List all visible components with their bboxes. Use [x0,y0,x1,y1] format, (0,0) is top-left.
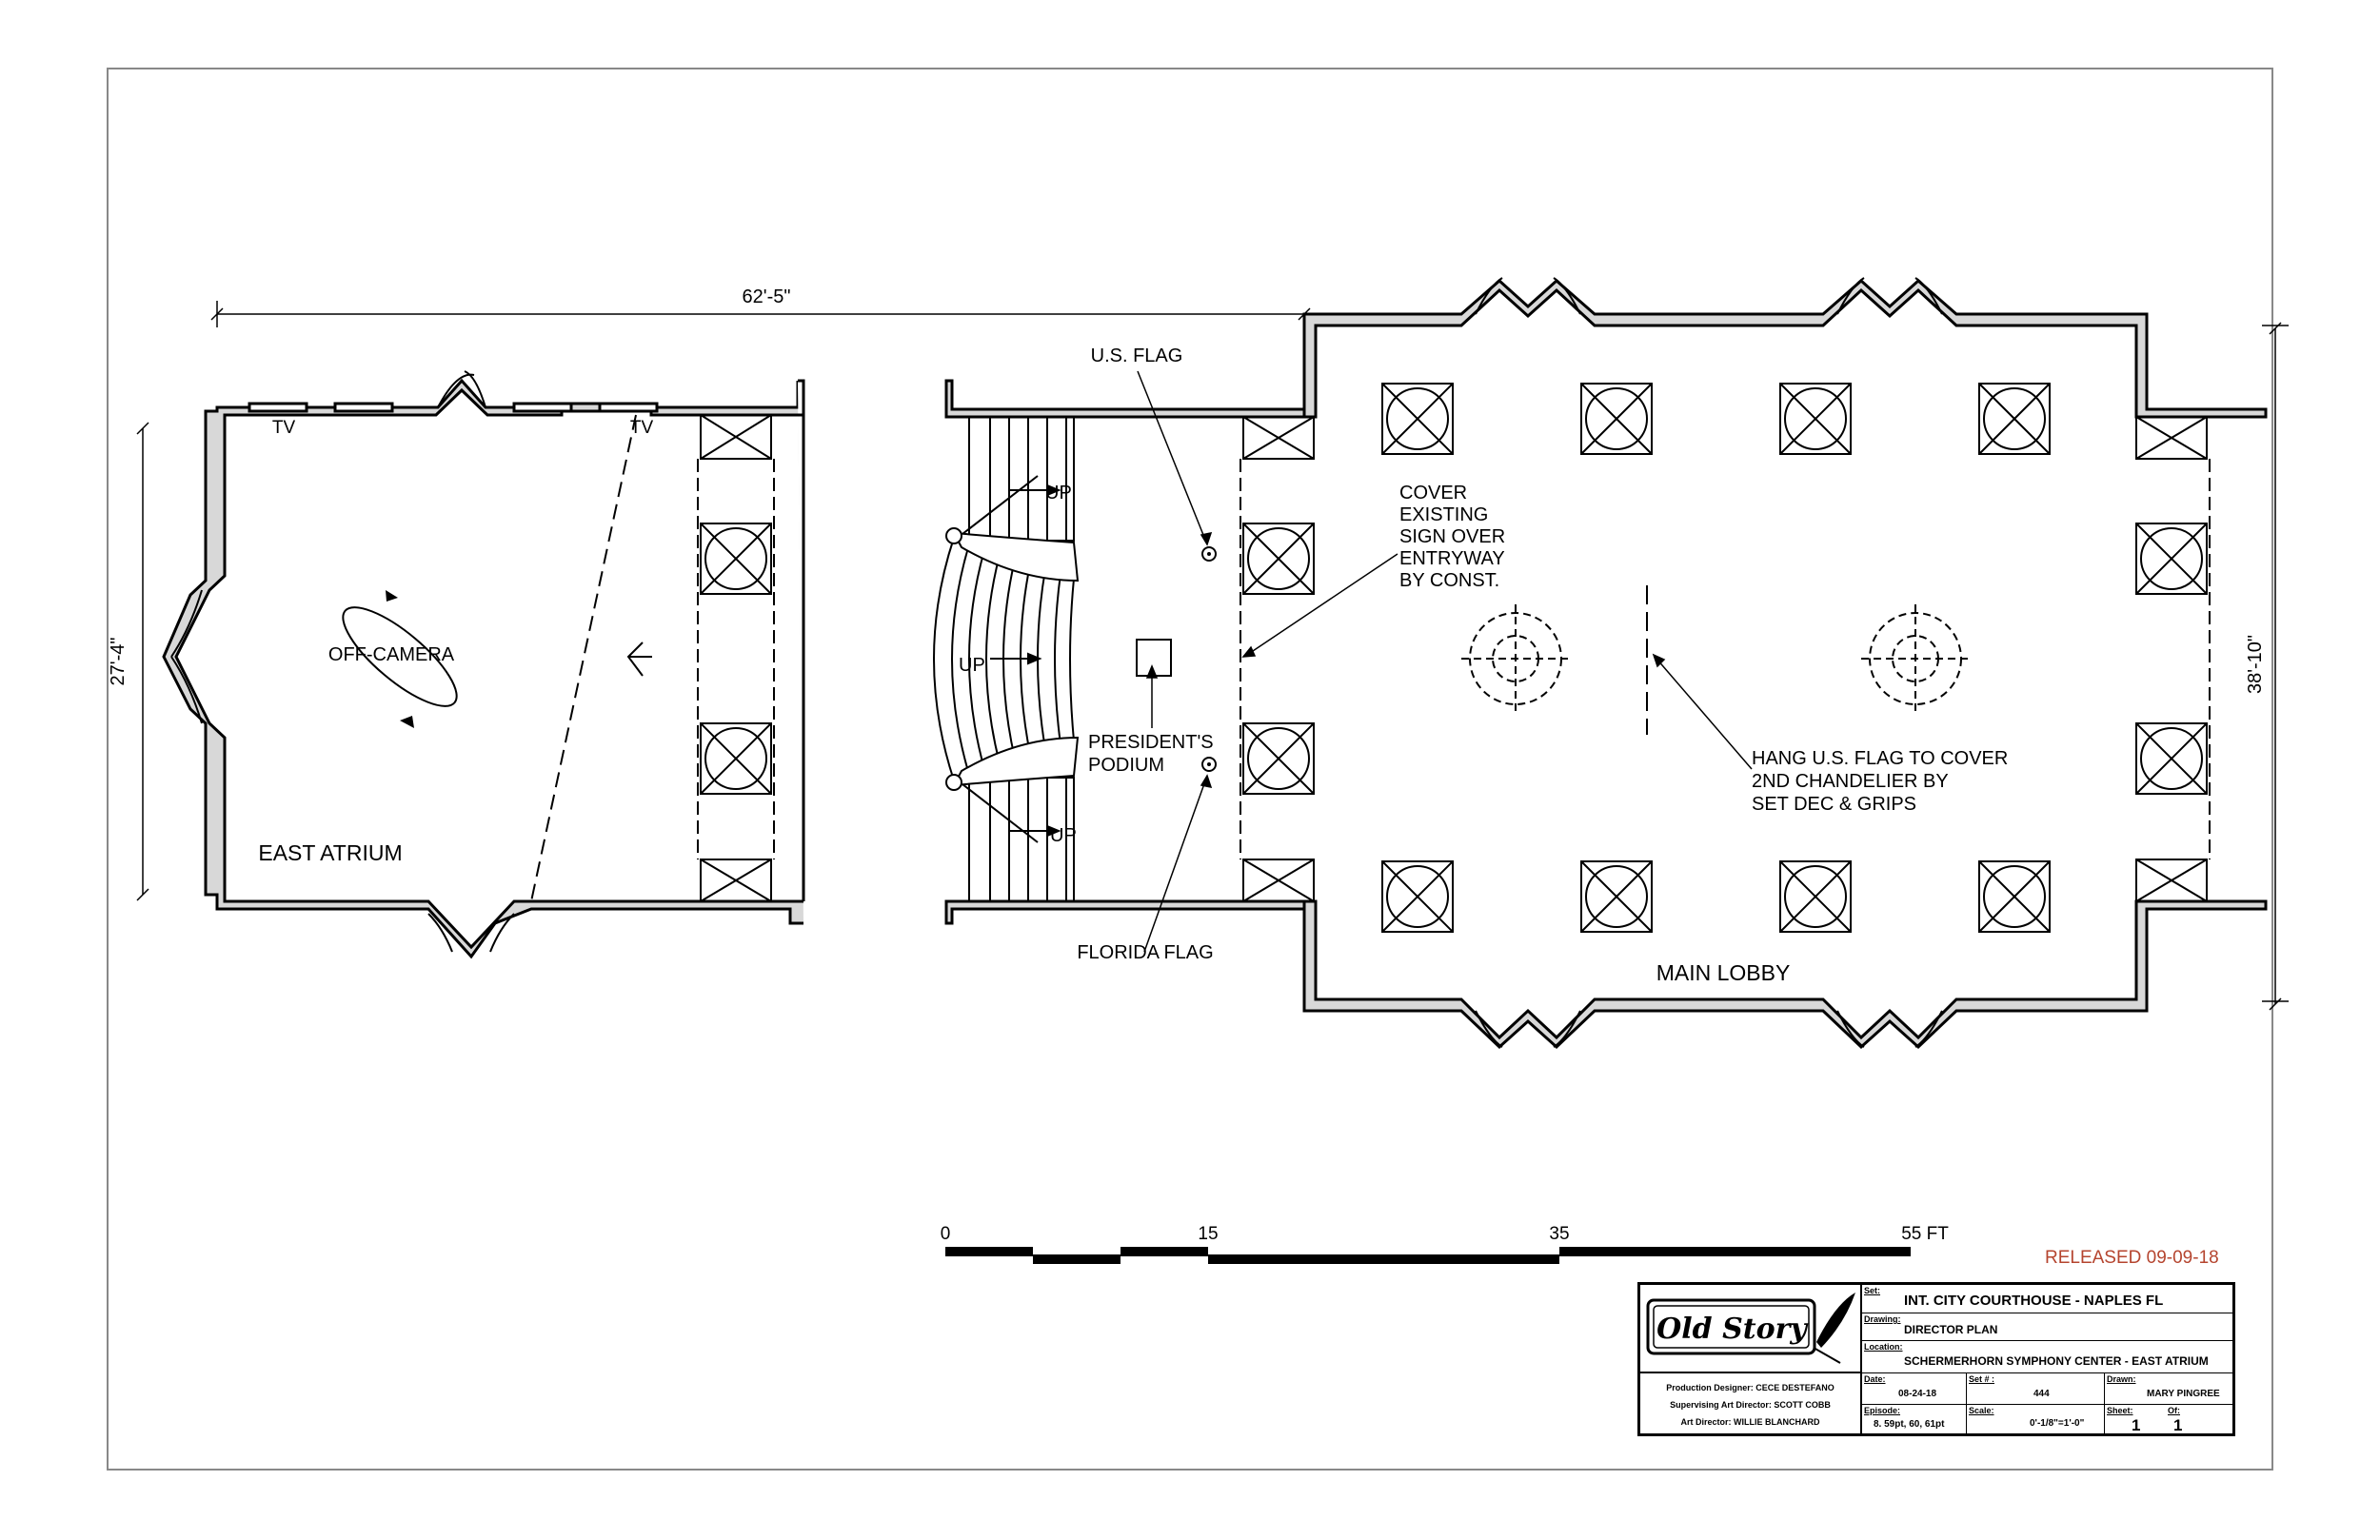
atrium-columns [697,414,775,902]
drawing-row: Drawing: DIRECTOR PLAN [1862,1313,2235,1341]
sightline [530,414,637,902]
dimension-lines [136,301,2289,1011]
main-lobby-label: MAIN LOBBY [1656,960,1791,985]
date-value: 08-24-18 [1898,1389,1937,1399]
drawn-value: MARY PINGREE [2147,1389,2220,1399]
chandeliers [1461,604,1971,714]
supervising-art-director: Supervising Art Director: SCOTT COBB [1670,1400,1831,1410]
sheet-border [107,68,2273,1471]
art-director: Art Director: WILLIE BLANCHARD [1680,1417,1820,1427]
florida-flag-label: FLORIDA FLAG [1077,942,1213,963]
dim-overall-width: 62'-5" [743,286,791,307]
date-row: Date:08-24-18 Set # :444 Drawn:MARY PING… [1862,1373,2235,1405]
lobby-west-columns [1240,416,1315,902]
tv-label-left: TV [272,418,296,438]
leaders [1137,370,1753,953]
hang-flag-note-2: 2ND CHANDELIER BY [1752,771,1949,792]
us-flag-label: U.S. FLAG [1091,346,1183,366]
location-value: SCHERMERHORN SYMPHONY CENTER - EAST ATRI… [1904,1354,2209,1368]
production-designer: Production Designer: CECE DESTEFANO [1666,1383,1835,1392]
location-row: Location: SCHERMERHORN SYMPHONY CENTER -… [1862,1341,2235,1373]
hang-flag-note-3: SET DEC & GRIPS [1752,794,1916,815]
east-atrium-room [162,378,805,959]
atrium-doors [170,370,515,953]
lobby-doors [1475,277,1943,1048]
tv-label-right: TV [630,418,654,438]
cover-note-2: EXISTING [1399,504,1488,525]
podium-label-2: PODIUM [1088,755,1164,776]
dim-atrium-depth: 27'-4" [108,638,129,686]
stair-arrows [990,484,1061,838]
staircase [933,416,1080,902]
sheet-value: 1 [2132,1416,2141,1434]
stair-hall-walls [944,379,1312,925]
credits: Production Designer: CECE DESTEFANO Supe… [1640,1373,1862,1436]
company-logo: Old Story [1640,1285,1862,1373]
up-label-top: UP [1045,483,1072,503]
scale-tick-55: 55 FT [1901,1224,1949,1244]
set-value: INT. CITY COURTHOUSE - NAPLES FL [1904,1293,2164,1309]
set-row: Set: INT. CITY COURTHOUSE - NAPLES FL [1862,1285,2235,1313]
drawing-value: DIRECTOR PLAN [1904,1323,1998,1336]
cover-note-3: SIGN OVER [1399,526,1505,547]
camera-rotation-icon [342,606,458,707]
podium-label-1: PRESIDENT'S [1088,732,1214,753]
episode-row: Episode:8. 59pt, 60, 61pt Scale:0'-1/8"=… [1864,1405,2183,1436]
off-camera-label: OFF-CAMERA [328,644,455,665]
released-stamp: RELEASED 09-09-18 [2045,1248,2219,1268]
cover-note-5: BY CONST. [1399,570,1499,591]
of-value: 1 [2173,1416,2183,1434]
up-label-bottom: UP [1050,825,1077,846]
lobby-columns [1381,383,2211,933]
scale-tick-0: 0 [941,1224,951,1244]
scale-value: 0'-1/8"=1'-0" [2030,1418,2085,1429]
dim-lobby-depth: 38'-10" [2245,635,2266,694]
set-number-value: 444 [2033,1389,2050,1399]
camera-icon [626,642,652,677]
scale-bar [945,1247,1911,1264]
episode-value: 8. 59pt, 60, 61pt [1874,1419,1945,1430]
hang-flag-note-1: HANG U.S. FLAG TO COVER [1752,748,2008,769]
scale-tick-15: 15 [1198,1224,1218,1244]
logo-text: Old Story [1656,1313,1809,1346]
cover-note-1: COVER [1399,483,1467,503]
title-block: Old Story Production Designer: CECE DEST… [1637,1282,2235,1436]
east-atrium-label: EAST ATRIUM [258,840,402,865]
cover-note-4: ENTRYWAY [1399,548,1505,569]
scale-tick-35: 35 [1549,1224,1569,1244]
up-label-middle: UP [959,655,985,676]
